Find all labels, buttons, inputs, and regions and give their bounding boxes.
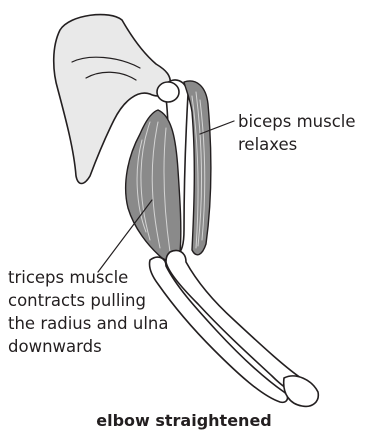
triceps-label-line-3: the radius and ulna bbox=[8, 312, 168, 335]
wrist-end bbox=[284, 376, 319, 406]
radius-bone bbox=[149, 257, 287, 402]
triceps-label-line-1: triceps muscle bbox=[8, 266, 168, 289]
biceps-label-line-2: relaxes bbox=[238, 133, 356, 156]
biceps-label: biceps muscle relaxes bbox=[238, 110, 356, 156]
biceps-label-line-1: biceps muscle bbox=[238, 110, 356, 133]
triceps-label-line-2: contracts pulling bbox=[8, 289, 168, 312]
triceps-label: triceps muscle contracts pulling the rad… bbox=[8, 266, 168, 358]
triceps-label-line-4: downwards bbox=[8, 335, 168, 358]
diagram-caption: elbow straightened bbox=[0, 410, 368, 432]
triceps-muscle bbox=[126, 110, 181, 260]
humerus-head bbox=[157, 82, 179, 102]
